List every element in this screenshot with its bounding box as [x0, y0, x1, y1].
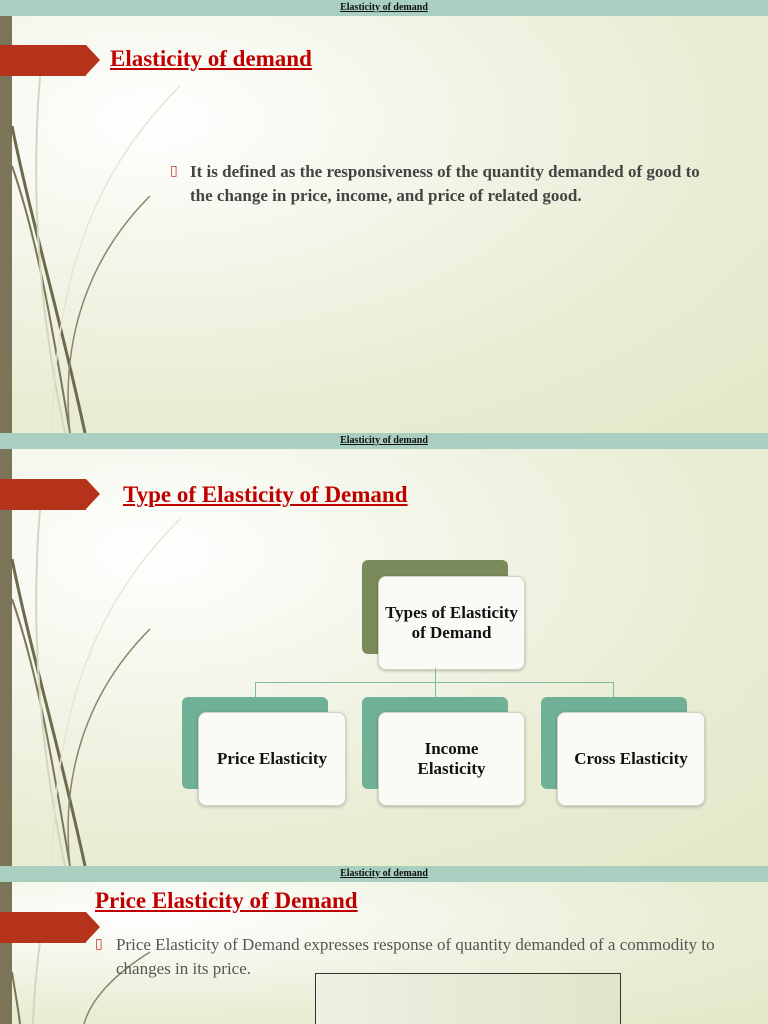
child-node-2-label: Income Elasticity: [417, 739, 486, 778]
slide-3-bullet: Price Elasticity of Demand expresses res…: [116, 935, 715, 978]
slide-2-decorative-curves: [10, 508, 181, 866]
arrow-bullet-icon: ▯: [95, 937, 103, 952]
chevron-banner-icon: [0, 45, 100, 76]
slide-3-title: Price Elasticity of Demand: [95, 888, 358, 913]
slide-1-bullet: It is defined as the responsiveness of t…: [190, 162, 700, 205]
slide-2-left-bar: [0, 449, 12, 866]
connector-child-3: [613, 682, 614, 697]
image-placeholder: [315, 973, 621, 1024]
connector-horizontal: [255, 682, 614, 683]
root-node-label: Types of Elasticity of Demand: [385, 603, 518, 642]
slide-2-header-text: Elasticity of demand: [340, 435, 428, 446]
slide-1-left-bar: [0, 16, 12, 433]
slide-2-title: Type of Elasticity of Demand: [123, 482, 408, 507]
child-node-1-label: Price Elasticity: [217, 749, 327, 768]
slide-1: Elasticity of demand ▯ It is defined as …: [0, 16, 768, 433]
chevron-banner-icon: [0, 479, 100, 510]
slide-1-header-text: Elasticity of demand: [340, 2, 428, 13]
child-node-3: Cross Elasticity: [557, 712, 705, 806]
slide-3: Price Elasticity of Demand ▯ Price Elast…: [0, 882, 768, 1024]
connector-root: [435, 668, 436, 682]
slide-3-header-text: Elasticity of demand: [340, 868, 428, 879]
slide-3-decorative-curves: [11, 941, 151, 1024]
slide-1-header: Elasticity of demand: [0, 0, 768, 16]
child-node-3-label: Cross Elasticity: [574, 749, 688, 768]
chevron-banner-icon: [0, 912, 100, 943]
child-node-1: Price Elasticity: [198, 712, 346, 806]
slide-2-header: Elasticity of demand: [0, 433, 768, 449]
slide-1-title: Elasticity of demand: [110, 46, 312, 71]
slide-2: Type of Elasticity of Demand Types of El…: [0, 449, 768, 866]
slide-3-header: Elasticity of demand: [0, 866, 768, 882]
connector-child-2: [435, 682, 436, 697]
root-node: Types of Elasticity of Demand: [378, 576, 525, 670]
slide-1-decorative-curves: [10, 75, 181, 433]
connector-child-1: [255, 682, 256, 697]
child-node-2: Income Elasticity: [378, 712, 525, 806]
arrow-bullet-icon: ▯: [170, 164, 178, 179]
